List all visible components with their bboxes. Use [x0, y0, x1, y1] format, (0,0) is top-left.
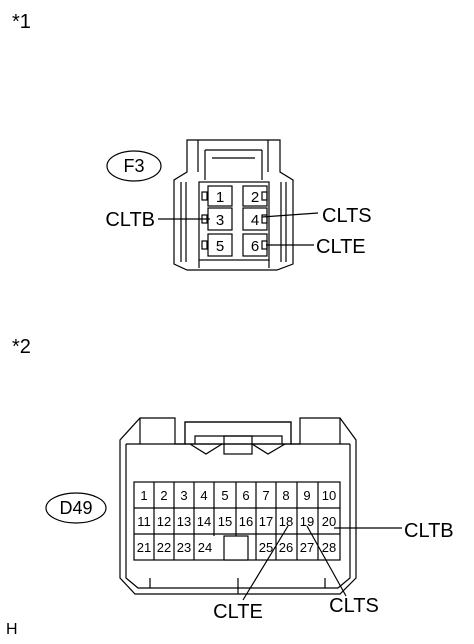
d49-pin-8: 8 — [282, 488, 289, 503]
d49-pin-4: 4 — [200, 488, 207, 503]
f3-signal-clte: CLTE — [316, 236, 366, 258]
d49-pin-28: 28 — [322, 540, 336, 555]
d49-pin-27: 27 — [300, 540, 314, 555]
f3-pin-3: 3 — [216, 212, 224, 229]
d49-pin-1: 1 — [140, 488, 147, 503]
f3-signal-cltb: CLTB — [105, 209, 155, 231]
d49-pin-21: 21 — [137, 540, 151, 555]
d49-pin-7: 7 — [262, 488, 269, 503]
d49-pin-18: 18 — [279, 514, 293, 529]
section-label-1: *1 — [12, 11, 31, 33]
f3-pin-1: 1 — [216, 189, 224, 206]
connector-d49-name-oval — [45, 492, 107, 524]
d49-pin-11: 11 — [137, 514, 151, 529]
f3-pin-2: 2 — [251, 189, 259, 206]
d49-pin-grid — [134, 482, 340, 560]
corner-label: H — [6, 621, 18, 638]
f3-pin-4: 4 — [251, 212, 259, 229]
d49-pin-26: 26 — [279, 540, 293, 555]
d49-pin-6: 6 — [242, 488, 249, 503]
d49-pin-3: 3 — [180, 488, 187, 503]
f3-pin-6: 6 — [251, 238, 259, 255]
d49-pin-24: 24 — [198, 540, 212, 555]
d49-pin-19: 19 — [300, 514, 314, 529]
d49-pin-17: 17 — [259, 514, 273, 529]
connector-d49-name: D49 — [59, 498, 92, 518]
d49-pin-5: 5 — [221, 488, 228, 503]
d49-signal-clte: CLTE — [213, 601, 263, 623]
connector-d49 — [119, 417, 357, 595]
d49-pin-12: 12 — [157, 514, 171, 529]
f3-clts-leader — [261, 212, 319, 218]
connector-f3 — [173, 139, 294, 271]
d49-pin-16: 16 — [239, 514, 253, 529]
d49-clte-leader — [242, 525, 289, 601]
d49-pin-14: 14 — [197, 514, 211, 529]
d49-clts-leader — [306, 525, 347, 597]
section-label-2: *2 — [12, 336, 31, 358]
d49-pin-2: 2 — [160, 488, 167, 503]
connector-f3-name-oval — [106, 150, 162, 182]
d49-pin-23: 23 — [177, 540, 191, 555]
connector-f3-name: F3 — [123, 156, 144, 176]
f3-signal-clts: CLTS — [322, 205, 372, 227]
f3-pin-5: 5 — [216, 238, 224, 255]
d49-pin-10: 10 — [322, 488, 336, 503]
d49-pin-13: 13 — [177, 514, 191, 529]
d49-pin-20: 20 — [322, 514, 336, 529]
d49-pin-22: 22 — [157, 540, 171, 555]
d49-pin-9: 9 — [303, 488, 310, 503]
d49-signal-clts: CLTS — [329, 595, 379, 617]
d49-signal-cltb: CLTB — [404, 520, 454, 542]
d49-pin-25: 25 — [259, 540, 273, 555]
d49-pin-15: 15 — [218, 514, 232, 529]
